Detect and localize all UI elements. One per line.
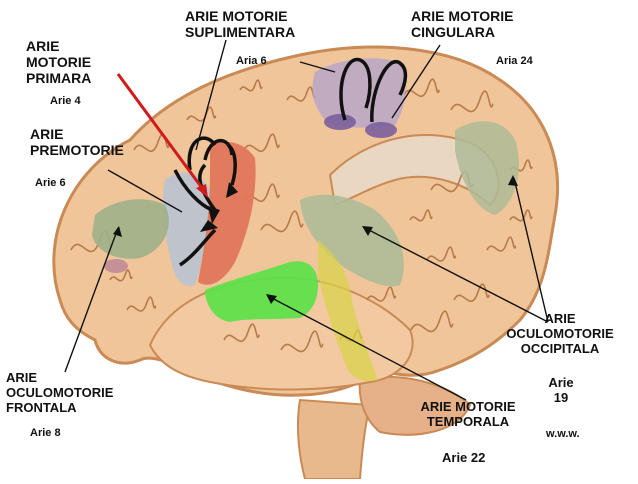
gyrus-line: [486, 236, 517, 252]
leader-arrowheads: [113, 175, 518, 304]
motor-primary-area: [198, 141, 256, 285]
oculo-occipital-line-2: OCULOMOTORIE: [506, 325, 614, 341]
cingular-spot-1: [324, 114, 356, 130]
label-supplementary: ARIE MOTORIE SUPLIMENTARA: [185, 8, 295, 40]
motor-primary-line-3: PRIMARA: [26, 70, 92, 87]
gyrus-line: [403, 78, 440, 97]
motor-primary-line-2: MOTORIE: [26, 54, 92, 71]
cingular-line-2: CINGULARA: [411, 24, 495, 41]
gyrus-line: [126, 296, 157, 312]
cingular-spot-2: [365, 122, 397, 138]
gyrus-line: [260, 210, 304, 233]
premotor-area-number: Arie 6: [35, 177, 66, 189]
motor-primary-line-1: ARIE: [26, 38, 60, 54]
gyrus-line: [109, 269, 133, 282]
cingular-line-1: ARIE MOTORIE: [411, 8, 514, 24]
label-oculo-frontal: ARIE OCULOMOTORIE FRONTALA: [6, 370, 114, 416]
label-motor-primary: ARIE MOTORIE PRIMARA: [26, 38, 91, 86]
red-pointer-arrow: [116, 73, 207, 193]
oculo-frontal-line-3: FRONTALA: [6, 399, 77, 415]
label-oculo-occipital: ARIE OCULOMOTORIE OCCIPITALA: [490, 311, 630, 357]
supplementary-line-1: ARIE MOTORIE: [185, 8, 288, 24]
brainstem: [296, 398, 372, 480]
gyrus-line: [450, 90, 494, 113]
oculo-occipital-area-number: Arie 19: [536, 375, 586, 406]
motor-primary-area-number: Arie 4: [50, 95, 81, 107]
red-pointer-arrowhead: [196, 184, 208, 198]
label-cingular: ARIE MOTORIE CINGULARA: [411, 8, 513, 40]
cingular-motor-area: [312, 58, 406, 128]
gyrus-line: [239, 79, 263, 92]
movement-arrowheads: [200, 182, 238, 232]
cerebellum: [358, 375, 472, 436]
gyrus-line: [409, 209, 433, 222]
gyrus-line: [509, 209, 533, 222]
oculo-occipital-area-line-2: 19: [553, 389, 569, 405]
occipital-oculomotor-area: [300, 194, 404, 287]
temporal-line-2: TEMPORALA: [426, 413, 510, 429]
oculo-occipital-line-1: ARIE: [544, 311, 576, 326]
oculo-frontal-line-2: OCULOMOTORIE: [6, 384, 114, 400]
cingular-area-number: Aria 24: [496, 55, 533, 67]
gyrus-line: [366, 286, 397, 302]
occipital-oculomotor-area-upper: [455, 121, 519, 215]
premotor-line-2: PREMOTORIE: [30, 142, 124, 159]
oculo-frontal-area-number: Arie 8: [30, 427, 61, 439]
supplementary-line-2: SUPLIMENTARA: [185, 24, 296, 41]
watermark-text: w.w.w.: [546, 428, 580, 440]
oculo-occipital-area-line-1: Arie: [548, 375, 574, 390]
gyrus-line: [223, 323, 260, 342]
premotor-line-1: ARIE: [30, 126, 64, 142]
supplementary-area-number: Aria 6: [236, 55, 267, 67]
gyrus-line: [453, 283, 490, 302]
gyrus-line: [410, 310, 454, 333]
gyrus-line: [426, 246, 457, 262]
oculo-frontal-line-1: ARIE: [6, 370, 38, 385]
gyrus-line: [243, 133, 280, 152]
leader-lines: [64, 39, 549, 401]
frontal-small-spot: [104, 259, 128, 273]
gyrus-line: [133, 133, 170, 152]
temporal-area-number: Arie 22: [442, 450, 486, 465]
temporal-line-1: ARIE MOTORIE: [420, 399, 516, 414]
label-premotor: ARIE PREMOTORIE: [30, 126, 124, 158]
label-temporal: ARIE MOTORIE TEMPORALA: [404, 399, 532, 430]
oculo-occipital-line-3: OCCIPITALA: [520, 340, 600, 356]
gyrus-line: [280, 330, 324, 353]
frontal-oculomotor-area: [92, 199, 169, 259]
